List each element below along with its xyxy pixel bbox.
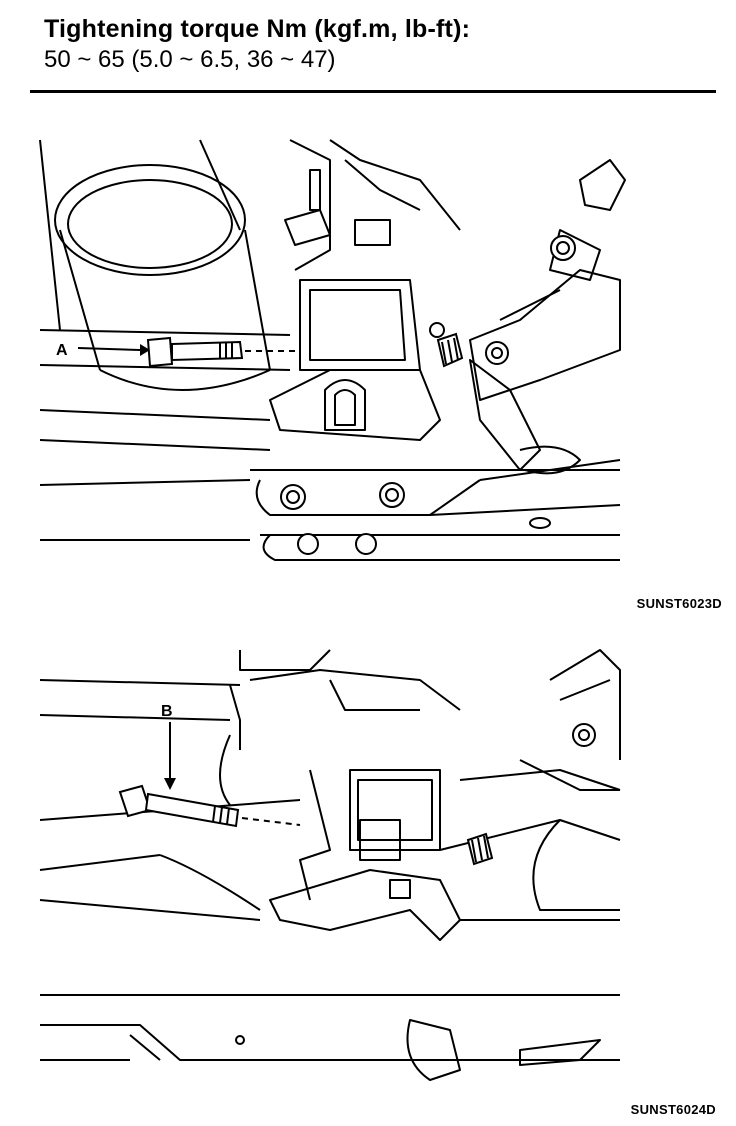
torque-spec-header: Tightening torque Nm (kgf.m, lb-ft): 50 … xyxy=(44,14,704,76)
figure-1-caption: SUNST6023D xyxy=(636,596,722,611)
figure-2-illustration: B xyxy=(39,649,621,1081)
torque-value: 50 ~ 65 (5.0 ~ 6.5, 36 ~ 47) xyxy=(44,46,336,73)
callout-a-arrow xyxy=(77,347,141,351)
figure-1-illustration: A xyxy=(39,139,626,561)
header-divider xyxy=(30,90,716,93)
callout-a-label: A xyxy=(56,342,68,359)
bolt-b xyxy=(118,784,301,828)
bolt-a xyxy=(146,336,300,368)
callout-b-label: B xyxy=(161,703,173,720)
torque-title: Tightening torque Nm (kgf.m, lb-ft): xyxy=(44,15,471,43)
figure-2-caption: SUNST6024D xyxy=(630,1102,716,1117)
